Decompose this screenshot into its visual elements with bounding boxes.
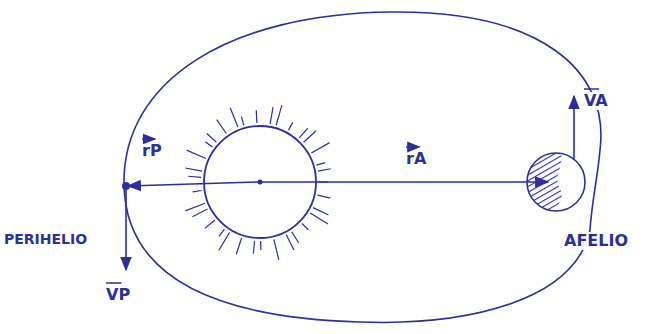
sun-ray xyxy=(256,110,258,123)
sun-ray xyxy=(205,142,212,147)
sun-ray xyxy=(185,203,205,211)
vector-label: VP xyxy=(104,286,132,304)
sun-ray xyxy=(274,239,279,259)
velocity-perihelion xyxy=(125,190,127,270)
sun-ray xyxy=(260,241,261,250)
sun-ray xyxy=(304,131,317,142)
radius-vector-perihelion xyxy=(128,182,258,186)
planet-perihelion xyxy=(122,182,130,190)
sun-ray xyxy=(188,176,201,177)
sun-ray xyxy=(217,120,227,134)
vector-mark xyxy=(142,138,155,140)
radius-vector-aphelion xyxy=(262,181,548,183)
sun-ray xyxy=(302,223,308,229)
sun-ray xyxy=(270,107,273,124)
sun-ray xyxy=(313,208,328,215)
sun-ray xyxy=(253,241,254,254)
orbit-ellipse xyxy=(124,12,601,322)
point-label: PERIHELIO xyxy=(2,232,89,247)
sun-ray xyxy=(207,133,217,142)
vector-label: rP xyxy=(140,142,164,160)
sun-ray xyxy=(276,105,282,125)
sun-ray xyxy=(299,128,308,138)
velocity-aphelion xyxy=(573,96,575,160)
sun-ray xyxy=(318,169,331,171)
sun-ray xyxy=(230,108,238,127)
sun-ray xyxy=(205,220,215,228)
sun-ray xyxy=(310,213,328,224)
sun-ray xyxy=(288,122,292,130)
sun-ray xyxy=(317,163,326,166)
vector-mark xyxy=(406,146,419,148)
vector-mark xyxy=(584,88,599,90)
sun-center xyxy=(258,180,263,185)
sun-ray xyxy=(187,150,206,158)
vector-mark xyxy=(106,282,121,284)
sun-ray xyxy=(193,191,202,192)
sun-ray xyxy=(219,229,224,236)
sun-ray xyxy=(236,238,241,254)
point-label: AFELIO xyxy=(562,232,630,250)
sun-ray xyxy=(286,235,294,250)
sun-ray xyxy=(318,195,331,198)
sun-ray xyxy=(311,143,329,153)
sun-ray xyxy=(185,168,202,171)
sun-ray xyxy=(292,232,299,243)
vector-label: rA xyxy=(404,150,428,168)
sun-ray xyxy=(192,209,207,217)
sun-ray xyxy=(241,117,243,126)
vector-label: VA xyxy=(582,92,610,110)
